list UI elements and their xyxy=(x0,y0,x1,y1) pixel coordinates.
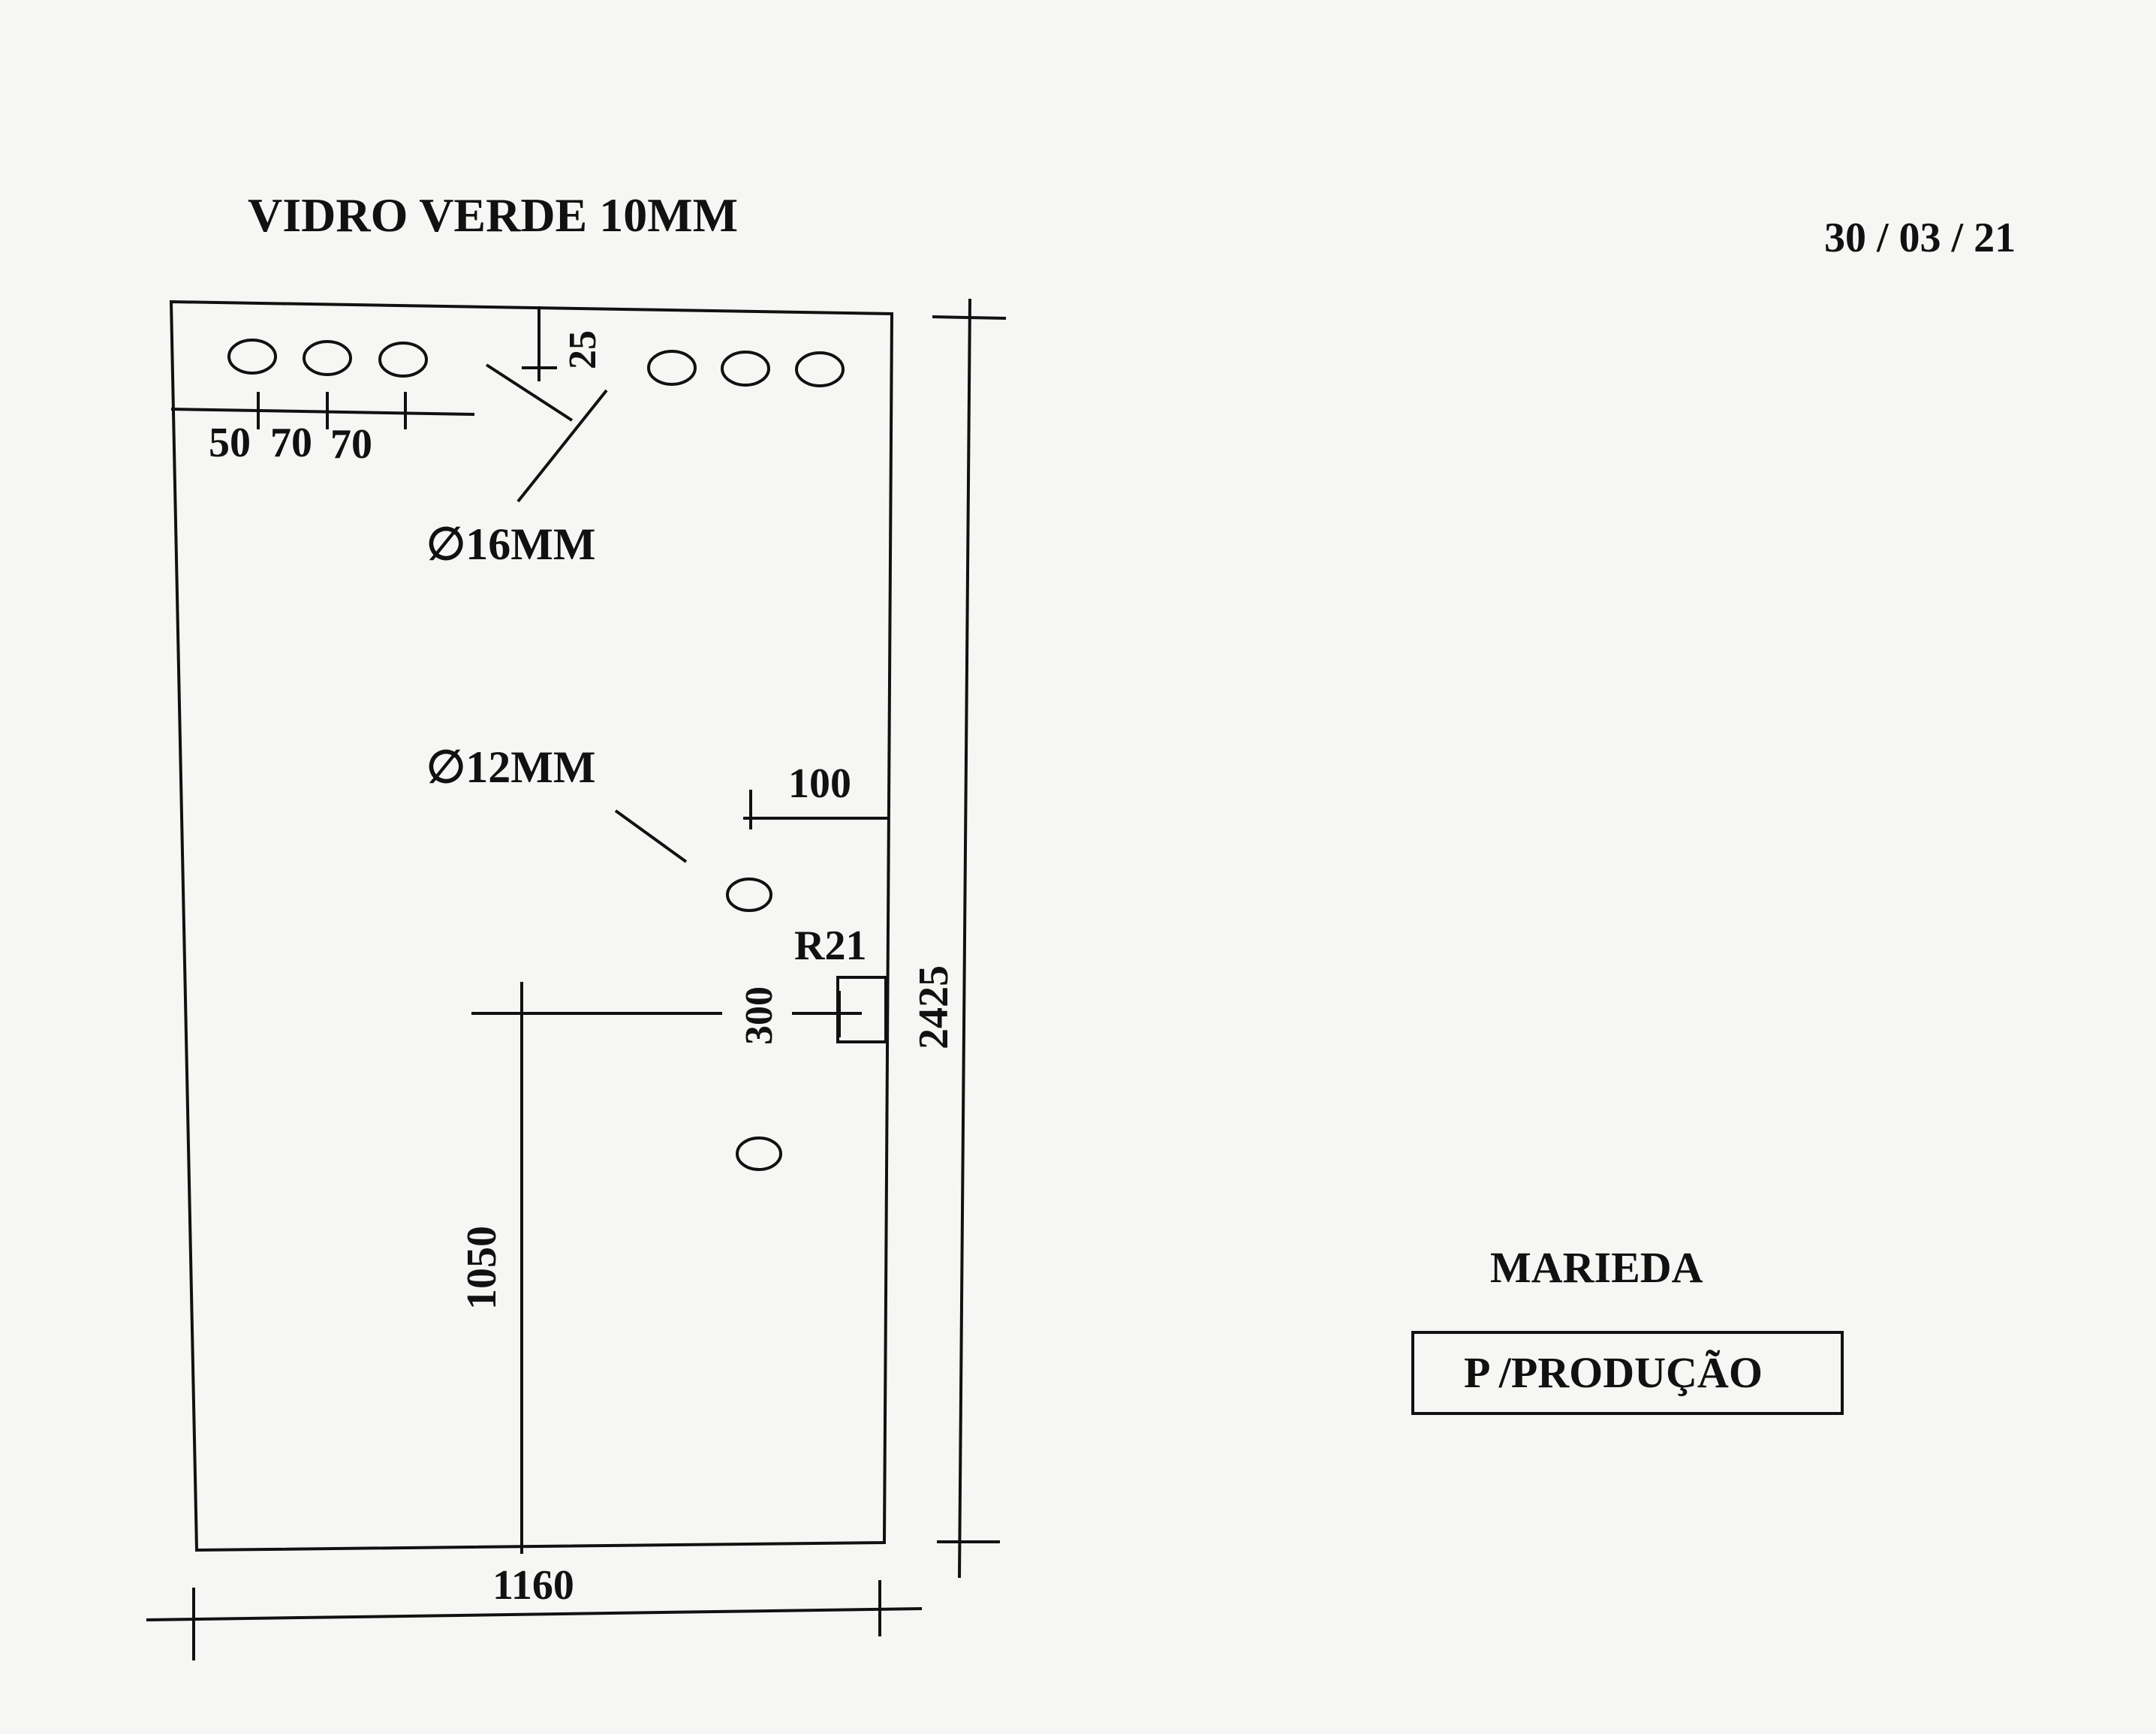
hole-spacing-70a: 70 xyxy=(270,420,312,466)
edge-offset-100: 100 xyxy=(788,760,851,807)
notch-radius-r21: R21 xyxy=(794,923,866,969)
hole-spacing-dimension-line xyxy=(170,408,475,416)
production-stamp-text: P /PRODUÇÃO xyxy=(1464,1348,1763,1397)
notch-height-300: 300 xyxy=(738,986,781,1045)
top-offset-25: 25 xyxy=(562,330,604,369)
drawing-title: VIDRO VERDE 10MM xyxy=(248,188,738,242)
hole-spacing-50: 50 xyxy=(209,420,251,466)
hole-spacing-70b: 70 xyxy=(330,421,372,468)
leader-16mm xyxy=(485,363,574,422)
hole-16mm-6 xyxy=(795,351,845,387)
client-name: MARIEDA xyxy=(1490,1243,1703,1292)
hole-12mm-1 xyxy=(726,878,772,912)
height-dimension-line xyxy=(958,298,971,1579)
overall-height-2425: 2425 xyxy=(911,965,957,1049)
hole-16mm-4 xyxy=(647,350,697,386)
hole-16mm-2 xyxy=(303,340,352,376)
notch-from-bottom-1050: 1050 xyxy=(459,1226,505,1310)
label-16mm: ∅16MM xyxy=(426,519,596,569)
hole-16mm-1 xyxy=(227,339,277,375)
width-dimension-line xyxy=(146,1607,923,1621)
hole-16mm-3 xyxy=(378,342,428,378)
production-stamp-box xyxy=(1411,1331,1844,1415)
drawing-date: 30 / 03 / 21 xyxy=(1824,215,2016,261)
leader-12mm xyxy=(614,809,688,863)
glass-panel-outline xyxy=(169,300,894,1552)
label-12mm: ∅12MM xyxy=(426,742,596,792)
hole-16mm-5 xyxy=(721,351,770,387)
overall-width-1160: 1160 xyxy=(492,1562,574,1609)
notch-r21 xyxy=(836,976,887,1043)
hole-12mm-2 xyxy=(736,1136,782,1171)
